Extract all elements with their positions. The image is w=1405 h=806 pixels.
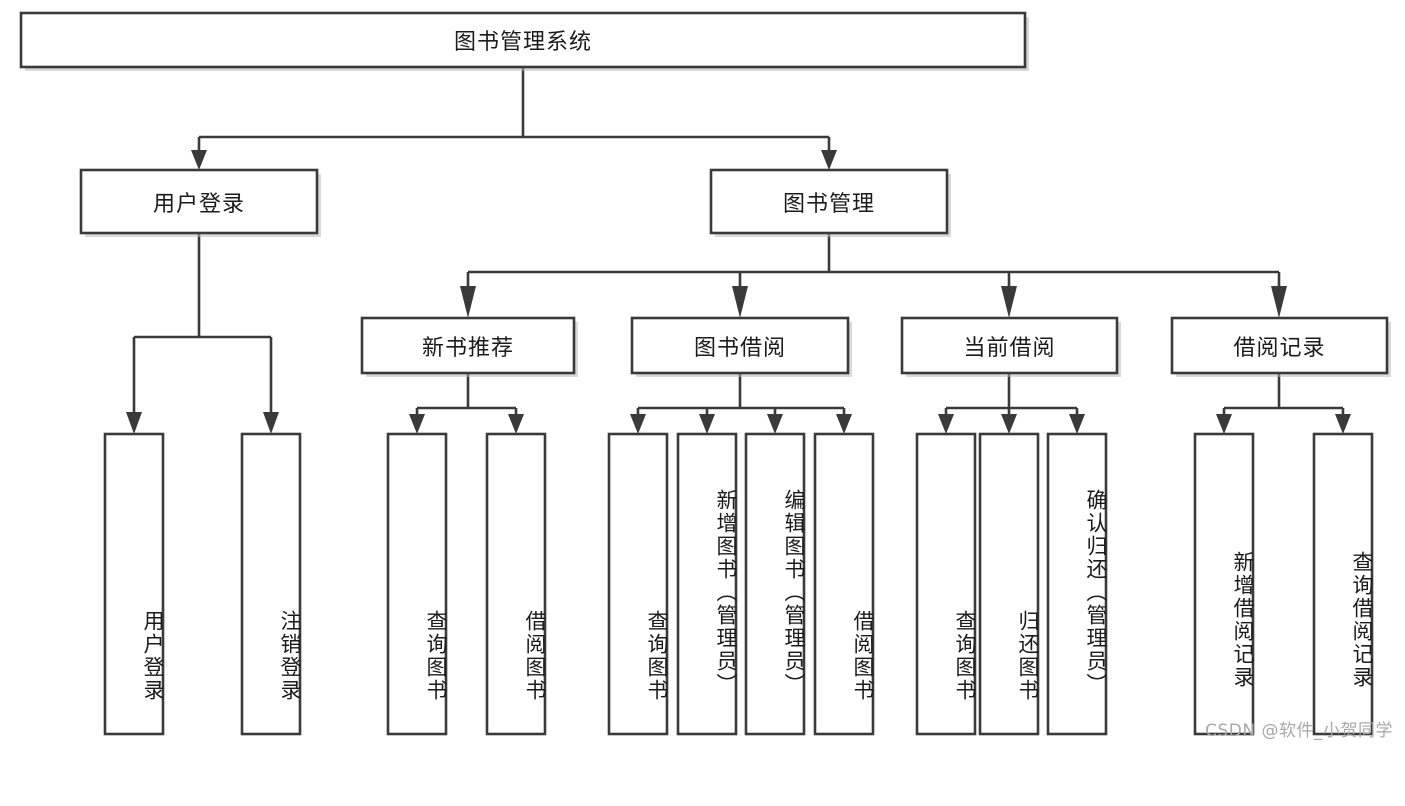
node-box-leaf-borrow-book[interactable]: [813, 432, 875, 736]
watermark-text: CSDN @软件_小贺同学: [1205, 721, 1393, 741]
connector-layer: [126, 67, 1351, 434]
arrow-head-book-borrow: [732, 286, 748, 318]
arrow-head-leaf-add-book: [699, 414, 715, 434]
node-box-leaf-query-book-current[interactable]: [915, 432, 977, 736]
arrow-head-leaf-borrow-book-recommend: [508, 414, 524, 434]
node-box-current-borrow[interactable]: [900, 316, 1119, 375]
node-box-new-book-recommend[interactable]: [360, 316, 576, 375]
arrow-head-book-management: [821, 150, 837, 170]
node-box-leaf-logout[interactable]: [240, 432, 302, 736]
node-box-root[interactable]: [19, 11, 1027, 69]
arrow-head-current-borrow: [1001, 286, 1017, 318]
arrow-head-borrow-record: [1271, 286, 1287, 318]
node-box-borrow-record[interactable]: [1170, 316, 1389, 375]
arrow-head-leaf-query-borrow-record: [1335, 414, 1351, 434]
arrow-head-leaf-add-borrow-record: [1216, 414, 1232, 434]
node-box-leaf-query-borrow-record[interactable]: [1312, 432, 1374, 736]
node-box-user-login[interactable]: [79, 168, 319, 235]
node-box-leaf-query-book-borrow[interactable]: [607, 432, 669, 736]
node-box-leaf-confirm-return[interactable]: [1046, 432, 1108, 736]
tree-diagram-svg: [19, 11, 1391, 736]
arrow-head-leaf-return-book: [1001, 414, 1017, 434]
arrow-head-user-login: [191, 150, 207, 170]
arrow-head-leaf-query-book-current: [938, 414, 954, 434]
arrow-head-leaf-confirm-return: [1069, 414, 1085, 434]
node-box-book-borrow[interactable]: [630, 316, 850, 375]
arrow-head-leaf-logout: [263, 412, 279, 434]
node-box-leaf-add-borrow-record[interactable]: [1193, 432, 1255, 736]
node-box-leaf-user-login[interactable]: [103, 432, 165, 736]
arrow-head-leaf-user-login: [126, 412, 142, 434]
diagram-canvas: 图书管理系统 用户登录 图书管理 新书推荐 图书借阅 当前借阅 借阅记录 用户登…: [19, 11, 1393, 741]
node-box-leaf-edit-book[interactable]: [744, 432, 806, 736]
node-box-leaf-query-book-recommend[interactable]: [386, 432, 448, 736]
arrow-head-leaf-borrow-book: [836, 414, 852, 434]
node-box-leaf-add-book[interactable]: [676, 432, 738, 736]
arrow-head-leaf-edit-book: [767, 414, 783, 434]
node-box-leaf-return-book[interactable]: [978, 432, 1040, 736]
node-box-layer: [19, 11, 1391, 736]
arrow-head-new-book-recommend: [460, 286, 476, 318]
arrow-head-leaf-query-book-borrow: [630, 414, 646, 434]
node-box-book-management[interactable]: [709, 168, 949, 235]
arrow-head-leaf-query-book-recommend: [409, 414, 425, 434]
node-box-leaf-borrow-book-recommend[interactable]: [485, 432, 547, 736]
